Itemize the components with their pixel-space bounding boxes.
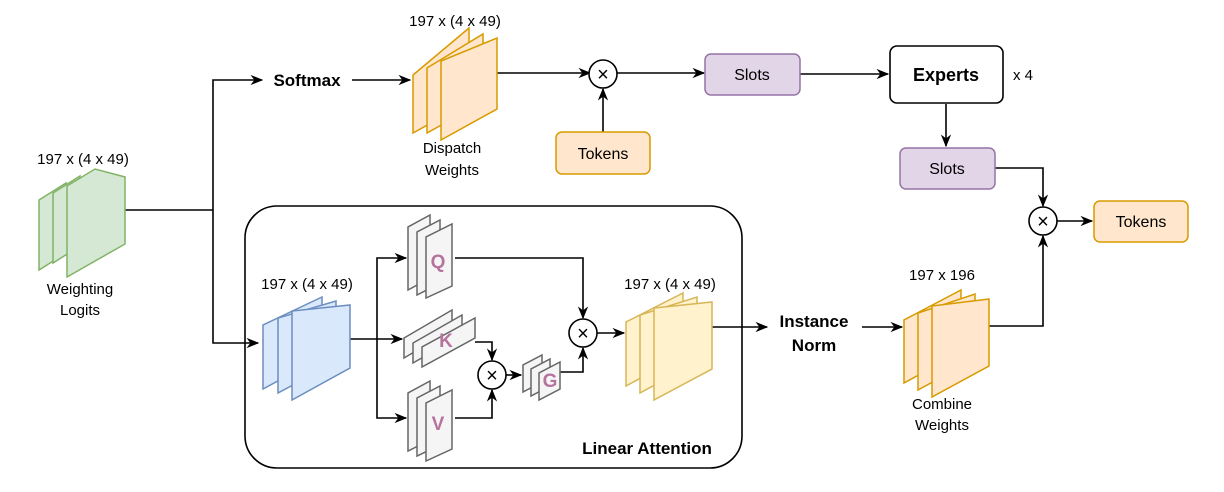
svg-text:×: × (577, 323, 589, 345)
combine-weights-label-2: Weights (915, 417, 969, 434)
dispatch-weights-label-2: Weights (425, 162, 479, 179)
tokens-output-label: Tokens (1116, 214, 1167, 231)
instance-norm-line1: Instance (780, 312, 849, 331)
multiply-node-kv: × (477, 360, 507, 390)
linear-attention-box (244, 205, 743, 469)
combine-weights-label-1: Combine (912, 396, 972, 413)
k-label: K (439, 331, 453, 352)
multiply-node-qg: × (568, 318, 598, 348)
weighting-logits-dims: 197 x (4 x 49) (37, 151, 129, 168)
attention-output-stack (625, 291, 713, 402)
edge-split-to-softmax (212, 74, 264, 210)
tokens-input-label: Tokens (578, 146, 629, 163)
q-stack (407, 213, 453, 300)
edge-k-to-mult (475, 341, 498, 362)
tokens-input-box (555, 131, 651, 175)
weighting-logits-stack (38, 168, 126, 279)
connectors (125, 67, 1094, 424)
dispatch-weights-label-1: Dispatch (423, 140, 481, 157)
svg-text:×: × (1037, 211, 1049, 233)
weighting-logits-label-1: Weighting (47, 281, 113, 298)
g-label: G (543, 371, 558, 392)
experts-count: x 4 (1013, 67, 1033, 84)
q-label: Q (431, 252, 446, 273)
attention-output-dims: 197 x (4 x 49) (624, 276, 716, 293)
svg-text:×: × (597, 64, 609, 86)
v-stack (407, 379, 453, 463)
g-stack (522, 353, 561, 402)
edge-g-to-mult (560, 346, 589, 373)
v-label: V (432, 414, 445, 435)
edge-combine-to-mult (989, 234, 1049, 327)
experts-box (889, 45, 1004, 104)
experts-label: Experts (913, 65, 979, 85)
k-stack (403, 308, 476, 369)
weighting-logits-label-2: Logits (60, 302, 100, 319)
edge-v-to-mult (455, 388, 498, 419)
attention-input-dims: 197 x (4 x 49) (261, 276, 353, 293)
edge-split-to-attention (212, 210, 260, 349)
instance-norm-line2: Norm (792, 336, 836, 355)
edge-slots-to-mult-right (995, 167, 1049, 208)
svg-text:×: × (486, 365, 498, 387)
edge-q-to-mult (455, 257, 589, 320)
combine-weights-dims: 197 x 196 (909, 267, 975, 284)
edge-split-to-v (376, 339, 408, 424)
multiply-node-top: × (588, 59, 618, 89)
dispatch-weights-dims: 197 x (4 x 49) (409, 13, 501, 30)
dispatch-weights-stack (412, 26, 498, 142)
attention-input-stack (262, 295, 351, 402)
slots-bottom-label: Slots (929, 161, 965, 178)
combine-weights-stack (903, 288, 990, 399)
slots-top-box (704, 53, 801, 96)
edge-split-to-q (376, 252, 408, 339)
slots-top-label: Slots (734, 67, 770, 84)
softmax-label: Softmax (273, 71, 341, 90)
slots-bottom-box (899, 147, 996, 190)
linear-attention-title: Linear Attention (582, 439, 712, 458)
multiply-node-right: × (1028, 206, 1058, 236)
tokens-output-box (1093, 200, 1189, 243)
